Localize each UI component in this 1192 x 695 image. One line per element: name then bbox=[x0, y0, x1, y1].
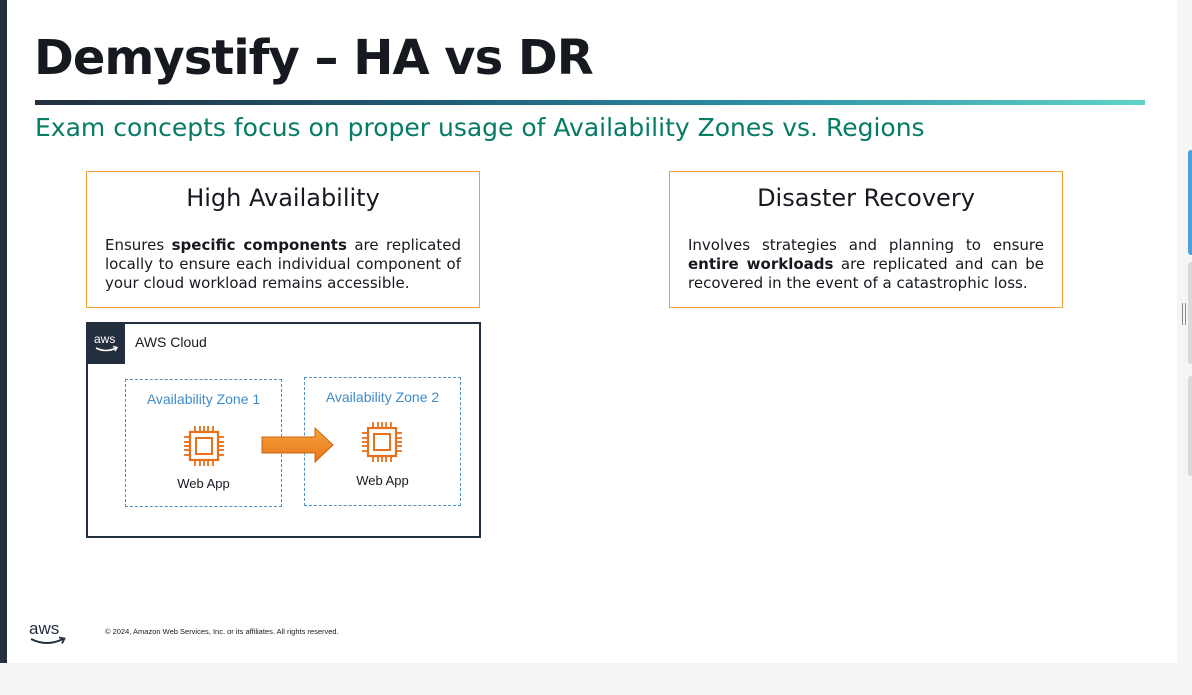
availability-zone-label: Availability Zone 2 bbox=[325, 389, 440, 405]
disaster-recovery-title: Disaster Recovery bbox=[757, 184, 975, 212]
ec2-instance-icon bbox=[362, 422, 402, 462]
footer-logo-text: aws bbox=[29, 620, 59, 638]
svg-text:aws: aws bbox=[94, 332, 115, 346]
high-availability-description: Ensures specific components are replicat… bbox=[105, 236, 461, 292]
resize-handle[interactable] bbox=[1182, 303, 1186, 325]
disaster-recovery-emphasis: entire workloads bbox=[688, 255, 834, 273]
disaster-recovery-box: Disaster Recovery Involves strategies an… bbox=[669, 171, 1063, 308]
high-availability-emphasis: specific components bbox=[171, 236, 347, 254]
availability-zone-1: Availability Zone 1 Web App bbox=[125, 379, 282, 507]
high-availability-box: High Availability Ensures specific compo… bbox=[86, 171, 480, 308]
slide: Demystify – HA vs DR Exam concepts focus… bbox=[0, 0, 1145, 663]
aws-footer-logo-icon: aws bbox=[29, 620, 66, 644]
web-app-label: Web App bbox=[177, 476, 230, 491]
ec2-instance-icon bbox=[184, 426, 224, 466]
page-title: Demystify – HA vs DR bbox=[34, 30, 594, 86]
aws-cloud-diagram: aws AWS Cloud Availability Zone 1 Web Ap… bbox=[86, 322, 481, 538]
slide-left-edge bbox=[0, 0, 7, 663]
page-subtitle: Exam concepts focus on proper usage of A… bbox=[35, 113, 925, 142]
side-tab[interactable] bbox=[1188, 376, 1192, 476]
availability-zone-label: Availability Zone 1 bbox=[146, 391, 261, 407]
aws-logo-icon: aws bbox=[88, 324, 125, 364]
aws-cloud-label: AWS Cloud bbox=[135, 334, 207, 350]
replication-arrow-icon bbox=[261, 426, 334, 464]
copyright-notice: © 2024, Amazon Web Services, Inc. or its… bbox=[105, 627, 339, 636]
disaster-recovery-description: Involves strategies and planning to ensu… bbox=[688, 236, 1044, 292]
side-tab-active[interactable] bbox=[1188, 150, 1192, 255]
availability-zone-2: Availability Zone 2 Web App bbox=[304, 377, 461, 506]
high-availability-title: High Availability bbox=[186, 184, 380, 212]
side-tab[interactable] bbox=[1188, 262, 1192, 364]
title-gradient-rule bbox=[35, 100, 1145, 105]
web-app-label: Web App bbox=[356, 473, 409, 488]
